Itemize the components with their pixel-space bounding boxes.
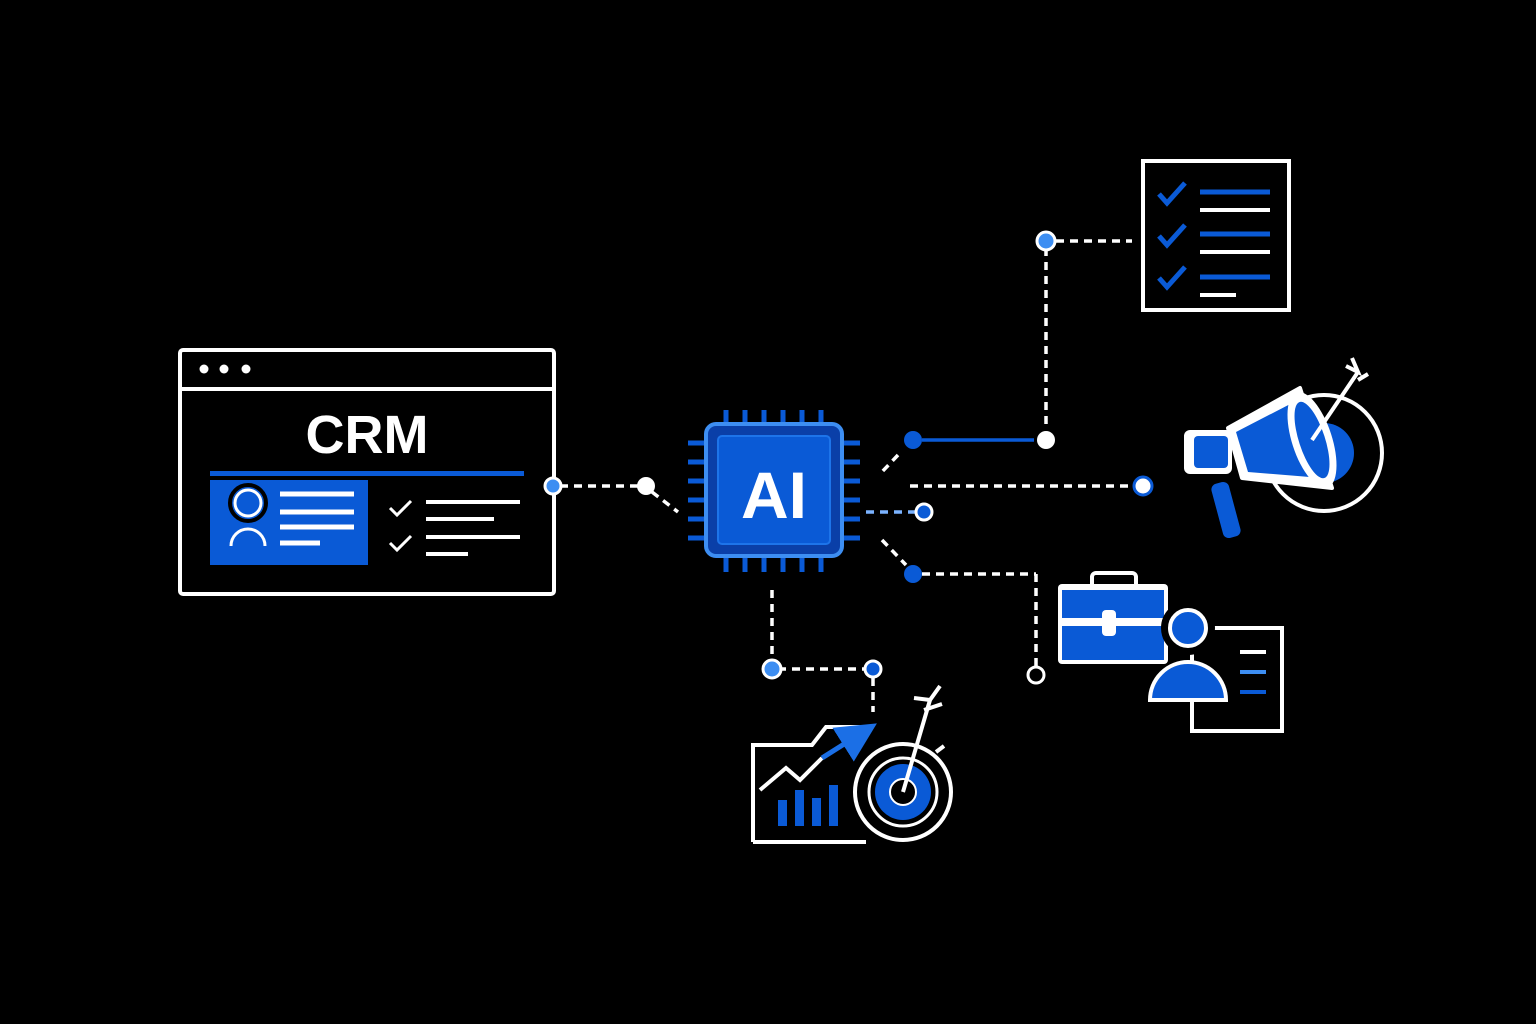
user-profile-icon [210,480,368,565]
crm-accent-bar [210,471,524,476]
check-icon [388,499,413,553]
crm-title: CRM [306,405,429,465]
connector-lines [560,239,1136,712]
crm-checklist-lines [426,500,520,556]
crm-window: CRM [178,348,556,596]
connector-nodes [543,230,1154,685]
ai-label: AI [741,458,807,532]
processor-chip-icon: AI [688,410,860,572]
checklist-icon [1141,159,1291,312]
window-controls-icon [199,364,251,374]
briefcase-contact-icon [1058,571,1284,733]
megaphone-target-icon [1184,357,1384,539]
chart-target-icon [751,684,953,844]
